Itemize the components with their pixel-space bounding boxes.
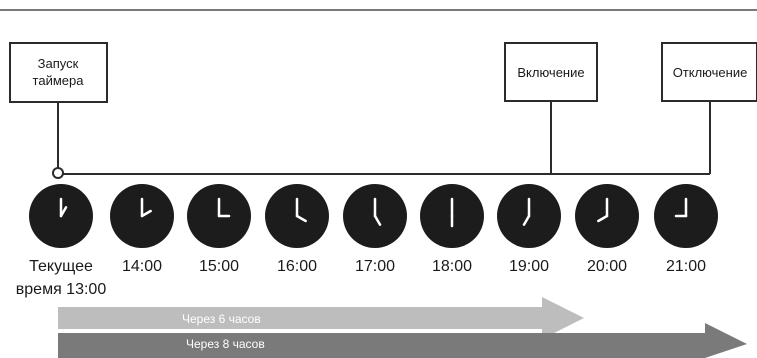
clock-14-icon [110, 184, 174, 248]
time-labels: Текущее время 13:00 14:00 15:00 16:00 17… [16, 258, 706, 298]
time-label-14: 14:00 [122, 258, 162, 275]
clock-15-icon [187, 184, 251, 248]
clock-18-icon [420, 184, 484, 248]
clock-21-icon [654, 184, 718, 248]
duration-arrow-6h-label: Через 6 часов [182, 312, 261, 326]
clock-17-icon [343, 184, 407, 248]
switch-on-label: Включение [517, 65, 584, 80]
time-label-20: 20:00 [587, 258, 627, 275]
clocks [29, 184, 718, 248]
timeline-start-marker [52, 167, 64, 179]
clock-16-icon [265, 184, 329, 248]
clock-19-icon [497, 184, 561, 248]
duration-arrow-8h-label: Через 8 часов [186, 337, 265, 351]
clock-hour-hand [522, 214, 531, 226]
clock-hour-hand [295, 214, 307, 223]
time-label-21: 21:00 [666, 258, 706, 275]
clock-hour-hand [597, 214, 609, 223]
clock-hour-hand [140, 209, 152, 218]
time-label-17: 17:00 [355, 258, 395, 275]
time-label-13-line2: время 13:00 [16, 281, 107, 298]
time-label-16: 16:00 [277, 258, 317, 275]
duration-arrow-8h-shape [58, 323, 747, 358]
switch-on-box: Включение [504, 42, 598, 102]
clock-hour-hand [373, 214, 382, 226]
time-label-13: Текущее [29, 258, 93, 275]
timer-start-label-line2: таймера [33, 73, 85, 88]
clock-hour-hand [59, 206, 68, 218]
clock-13-icon [29, 184, 93, 248]
clock-20-icon [575, 184, 639, 248]
duration-arrow-6h-shape [58, 297, 584, 339]
timer-start-box: Запуск таймера [9, 42, 108, 103]
duration-arrow-8h: Через 8 часов [58, 323, 747, 358]
duration-arrow-6h: Через 6 часов [58, 297, 584, 339]
timer-start-label-line1: Запуск [38, 56, 79, 71]
switch-off-box: Отключение [661, 42, 757, 102]
switch-off-label: Отключение [673, 65, 748, 80]
time-label-18: 18:00 [432, 258, 472, 275]
time-label-19: 19:00 [509, 258, 549, 275]
time-label-15: 15:00 [199, 258, 239, 275]
